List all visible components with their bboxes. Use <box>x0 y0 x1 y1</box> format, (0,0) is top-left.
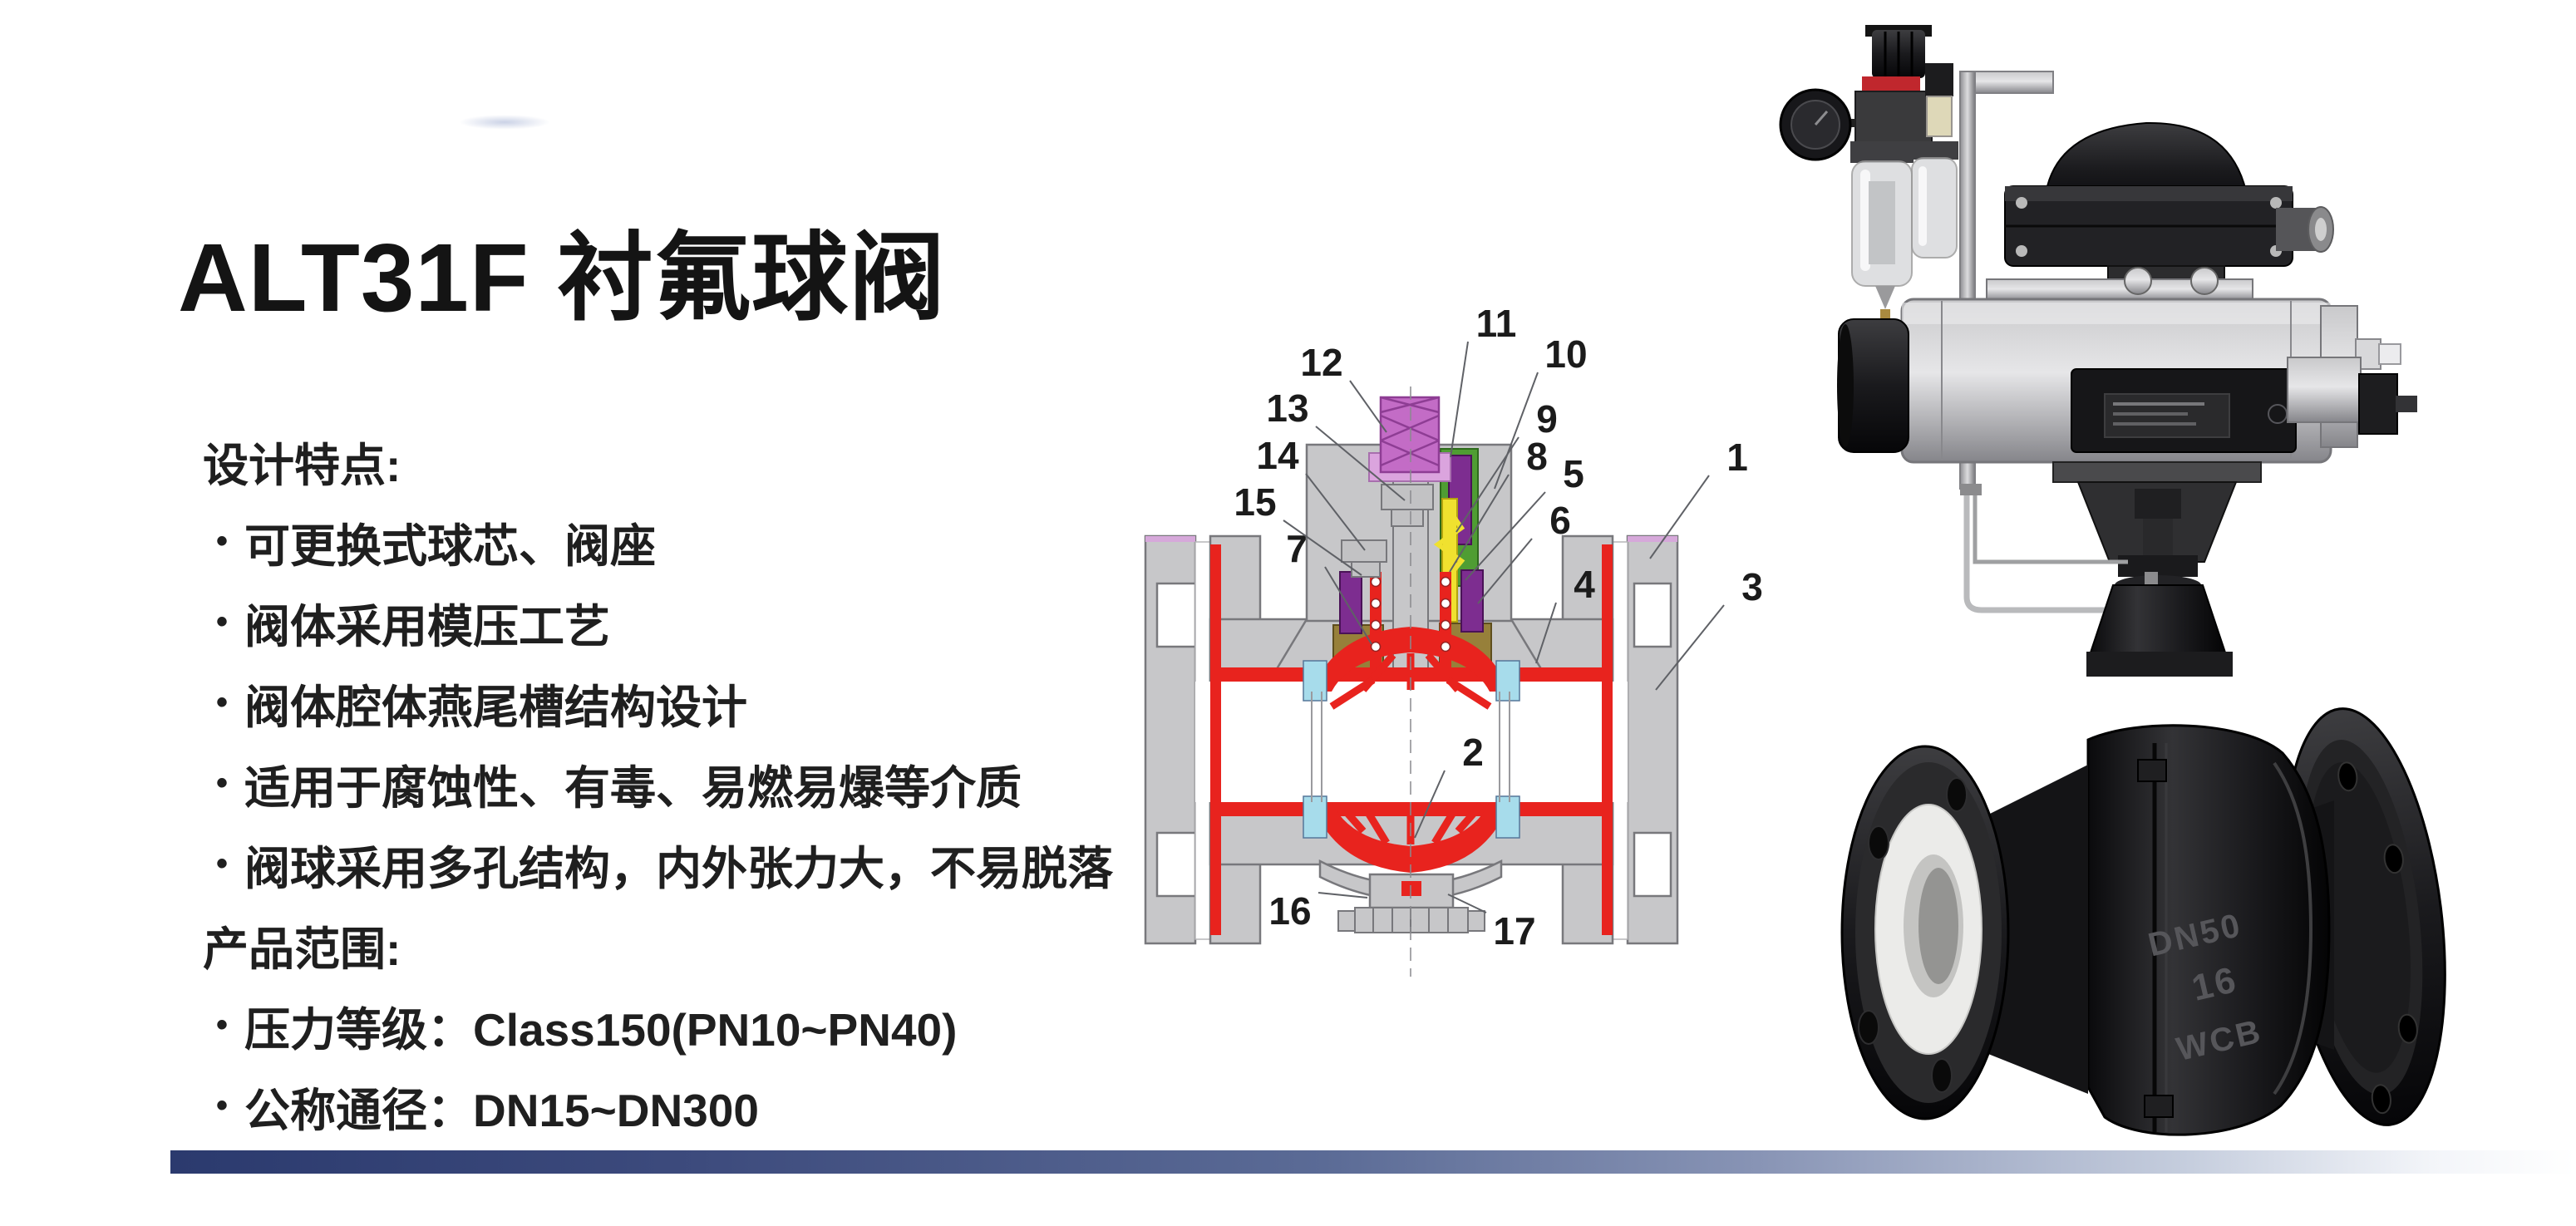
part-number-12: 12 <box>1300 341 1342 384</box>
valve-body-casting: DN50 16 WCB <box>2086 584 2331 1136</box>
part-number-14: 14 <box>1256 434 1299 477</box>
range-item-text: 公称通径：DN15~DN300 <box>244 1084 759 1136</box>
leader-line-1 <box>1649 475 1710 559</box>
part-number-8: 8 <box>1526 435 1548 478</box>
leader-line-13 <box>1315 426 1406 501</box>
part-number-5: 5 <box>1563 452 1584 495</box>
packing-glands <box>1339 569 1484 634</box>
part-number-16: 16 <box>1268 889 1311 933</box>
leader-line-5 <box>1465 491 1546 581</box>
features-heading: 设计特点: <box>203 421 1113 501</box>
range-item: • 压力等级：Class150(PN10~PN40) <box>203 985 1113 1066</box>
svg-text:16: 16 <box>2188 959 2242 1009</box>
valve-seats <box>1303 660 1520 839</box>
feature-item: • 可更换式球芯、阀座 <box>203 501 1113 582</box>
part-number-7: 7 <box>1286 527 1308 570</box>
range-heading-text: 产品范围: <box>203 923 401 975</box>
feature-item-text: 可更换式球芯、阀座 <box>244 519 657 572</box>
range-item-text: 压力等级：Class150(PN10~PN40) <box>244 1003 958 1056</box>
feature-item-text: 阀体腔体燕尾槽结构设计 <box>244 681 748 733</box>
part-number-1: 1 <box>1726 436 1748 479</box>
leader-line-3 <box>1655 604 1725 691</box>
part-number-9: 9 <box>1536 397 1558 441</box>
feature-item: • 阀体采用模压工艺 <box>203 582 1113 662</box>
bullet-icon: • <box>216 765 229 801</box>
leader-line-14 <box>1305 473 1366 551</box>
ball-outline <box>1311 692 1510 802</box>
feature-item: • 阀体腔体燕尾槽结构设计 <box>203 662 1113 743</box>
air-tubing <box>1960 484 2158 613</box>
stem-springs <box>1370 576 1451 652</box>
product-photo: DN50 16 WCB <box>1779 25 2446 1136</box>
range-item: • 公称通径：DN15~DN300 <box>203 1066 1113 1146</box>
part-number-13: 13 <box>1266 387 1308 430</box>
leader-line-16 <box>1318 892 1368 899</box>
leader-line-15 <box>1283 519 1362 576</box>
pipe-flanges <box>1144 534 1679 945</box>
solenoid-valve <box>2071 357 2417 453</box>
leader-line-11 <box>1450 341 1469 458</box>
pressure-gauge <box>1779 88 1852 161</box>
bullet-icon: • <box>216 1007 229 1043</box>
bullet-icon: • <box>216 523 229 559</box>
leader-line-17 <box>1447 894 1487 913</box>
part-number-17: 17 <box>1493 909 1535 953</box>
feature-item-text: 阀球采用多孔结构，内外张力大，不易脱落 <box>244 842 1114 894</box>
oiler-sight-glass <box>1926 96 1953 137</box>
feature-item-text: 适用于腐蚀性、有毒、易燃易爆等介质 <box>244 761 1022 814</box>
bullet-icon: • <box>216 684 229 721</box>
feature-item: • 阀球采用多孔结构，内外张力大，不易脱落 <box>203 824 1113 904</box>
bullet-icon: • <box>216 1087 229 1124</box>
range-heading: 产品范围: <box>203 904 1113 985</box>
page-title: ALT31F 衬氟球阀 <box>178 224 946 332</box>
part-number-6: 6 <box>1549 499 1571 542</box>
leader-line-8 <box>1449 474 1510 573</box>
left-hub <box>1988 765 2088 1094</box>
left-flange <box>1840 745 2010 1120</box>
leader-line-6 <box>1477 538 1533 604</box>
bore <box>1195 682 1628 802</box>
bullet-icon: • <box>216 603 229 640</box>
leader-line-12 <box>1349 380 1387 433</box>
features-heading-text: 设计特点: <box>203 439 401 491</box>
leader-line-4 <box>1535 602 1557 664</box>
leader-line-2 <box>1414 770 1446 839</box>
smudge-artifact <box>459 115 550 130</box>
part-number-15: 15 <box>1234 480 1276 524</box>
solenoid-coil-connector <box>2358 373 2398 435</box>
regulator-red-band <box>1862 76 1920 91</box>
part-number-2: 2 <box>1462 731 1484 774</box>
bottom-bolts <box>1337 907 1485 933</box>
feature-list: 设计特点: • 可更换式球芯、阀座 • 阀体采用模压工艺 • 阀体腔体燕尾槽结构… <box>203 421 1113 1146</box>
bullet-icon: • <box>216 845 229 882</box>
part-number-10: 10 <box>1544 332 1587 376</box>
feature-item-text: 阀体采用模压工艺 <box>244 600 611 652</box>
stem-top <box>1341 396 1441 578</box>
leader-line-7 <box>1324 566 1372 645</box>
part-number-11: 11 <box>1476 302 1517 345</box>
feature-item: • 适用于腐蚀性、有毒、易燃易爆等介质 <box>203 743 1113 824</box>
part-number-3: 3 <box>1741 565 1763 608</box>
air-filter-regulator <box>1779 25 1958 324</box>
leader-line-10 <box>1494 372 1539 490</box>
footer-accent-bar <box>170 1150 2576 1174</box>
filter-bowls <box>1851 157 1958 324</box>
part-number-4: 4 <box>1574 563 1595 606</box>
